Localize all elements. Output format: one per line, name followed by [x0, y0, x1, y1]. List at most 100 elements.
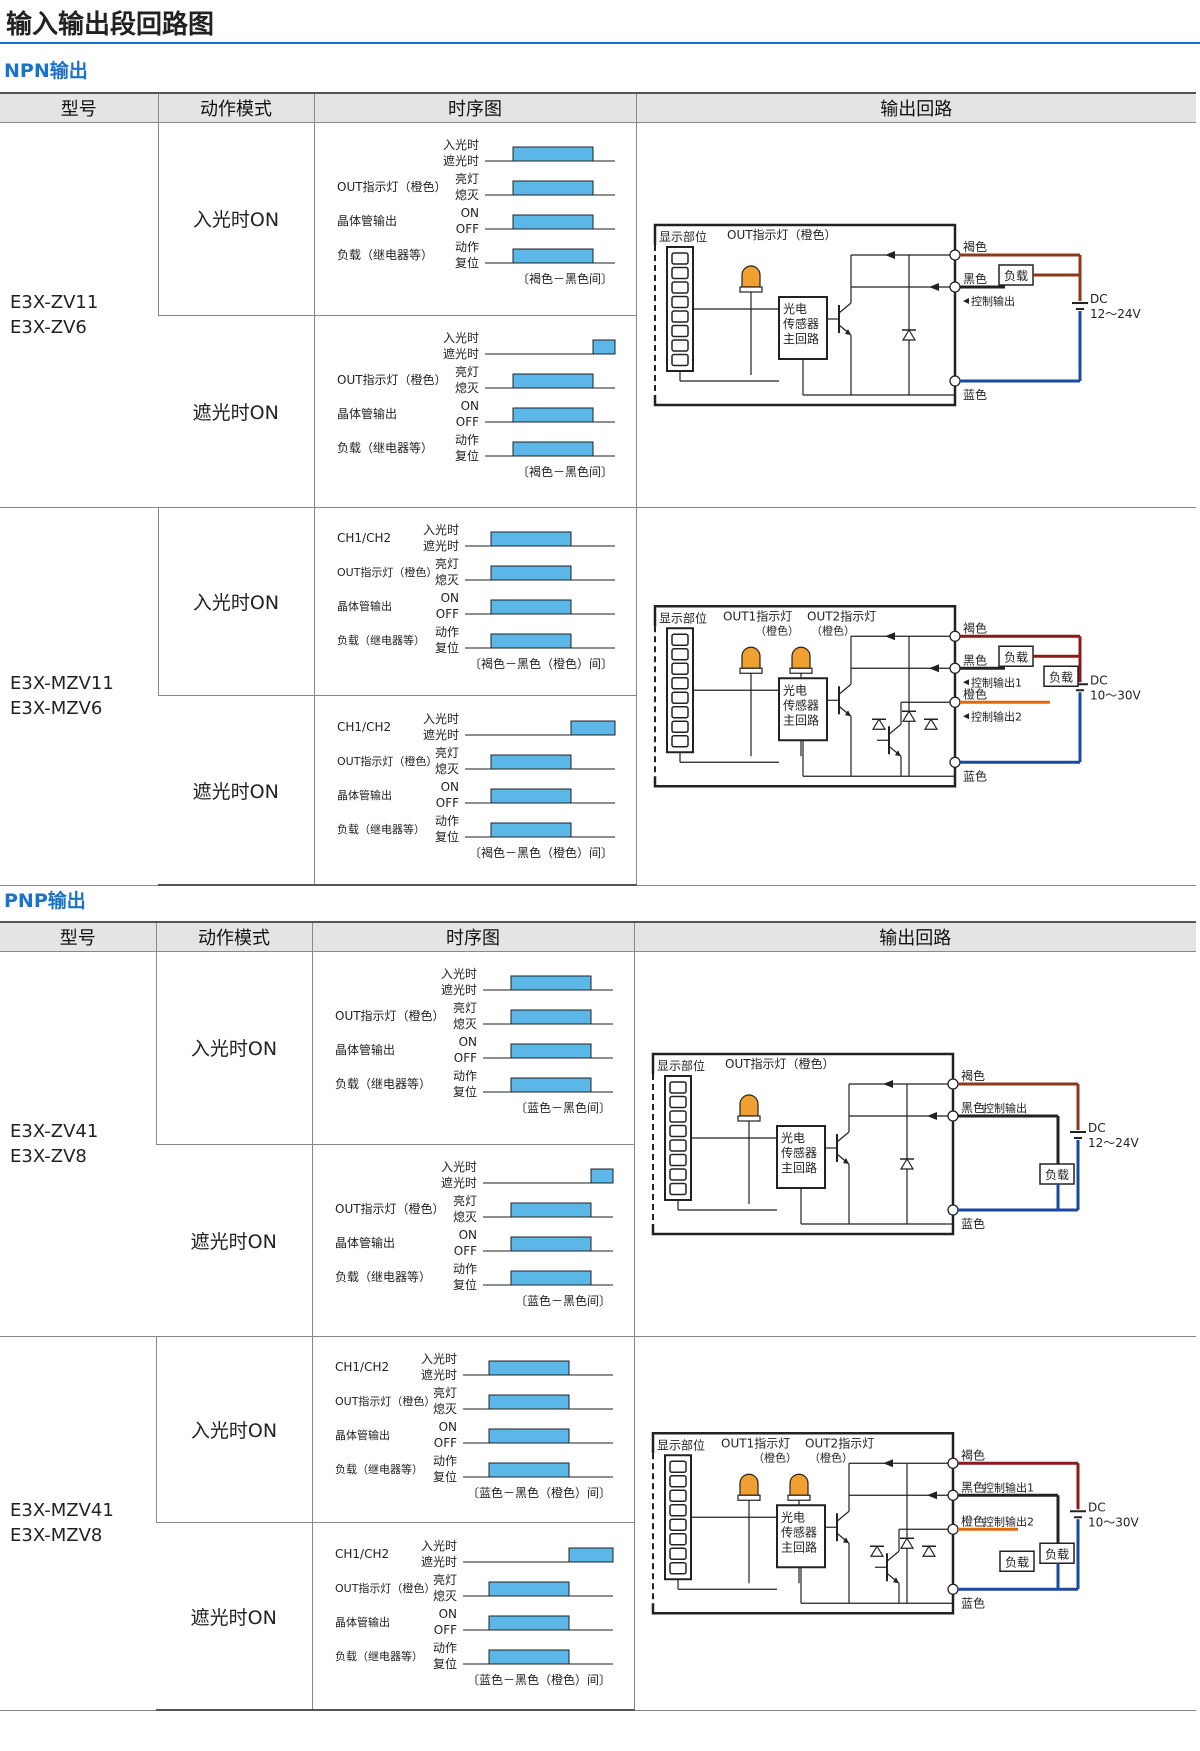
- timing-svg: 入光时遮光时CH1/CH2亮灯熄灭OUT指示灯（橙色）ONOFF晶体管输出动作复…: [337, 712, 615, 860]
- model-name: E3X-MZV8: [10, 1525, 103, 1547]
- digit-segment: [670, 310, 689, 323]
- terminal-icon: [948, 249, 961, 261]
- npn-section-heading: NPN输出: [4, 60, 88, 82]
- transistor-pulse: [488, 1428, 569, 1444]
- sensor-label-3: 主回路: [781, 1160, 817, 1175]
- control-arrow-icon: [962, 713, 969, 720]
- indicator-low-label: 熄灭: [452, 1210, 476, 1224]
- control-arrow-icon: [962, 679, 969, 686]
- transistor-pulse: [490, 788, 571, 804]
- indicator-label: OUT指示灯（橙色）: [335, 1581, 435, 1595]
- digit-segment: [668, 1489, 687, 1502]
- wire-orange-label: 橙色: [961, 1513, 985, 1528]
- load-box-label: 负载: [1003, 269, 1027, 283]
- terminal-icon: [948, 696, 961, 708]
- terminal-icon: [948, 281, 961, 293]
- digit-segment: [668, 1095, 687, 1109]
- transistor-1-collector: [836, 1131, 849, 1143]
- transistor-high-label: ON: [440, 591, 458, 605]
- sensor-main-circuit: [775, 1504, 826, 1569]
- sensor-label-1: 光电: [781, 1131, 805, 1145]
- transistor-low-label: OFF: [433, 1436, 456, 1450]
- light-off-label: 遮光时: [420, 1367, 456, 1382]
- digit-segment: [670, 720, 689, 733]
- light-pulse: [592, 339, 615, 355]
- load-pulse: [510, 1270, 591, 1286]
- timing-svg: 入光时遮光时亮灯熄灭OUT指示灯（橙色）ONOFF晶体管输出动作复位负载（继电器…: [337, 138, 615, 286]
- terminal-icon: [946, 1523, 959, 1535]
- light-pulse: [570, 720, 615, 736]
- transistor-label: 晶体管输出: [337, 788, 392, 802]
- voltage-label: 10～30V: [1090, 688, 1142, 702]
- light-on-label: 入光时: [440, 1160, 476, 1174]
- wire-brown-label: 褐色: [963, 239, 987, 254]
- indicator-high-label: 亮灯: [434, 745, 458, 760]
- timing-note: 〔褐色－黑色（橙色）间〕: [468, 656, 612, 671]
- transistor-high-label: ON: [438, 1420, 456, 1434]
- transistor-high-label: ON: [460, 206, 478, 220]
- sensor-label-1: 光电: [783, 683, 807, 697]
- transistor-low-label: OFF: [455, 222, 478, 236]
- model-name: E3X-ZV6: [10, 317, 87, 338]
- light-off-label: 遮光时: [422, 538, 458, 553]
- digit-segment: [670, 633, 689, 646]
- out1-indicator-label: OUT1指示灯: [721, 1435, 790, 1450]
- diode-arrow-icon: [926, 1112, 937, 1120]
- load-box-label: 负载: [1003, 650, 1027, 664]
- diode-arrow-icon: [884, 251, 895, 259]
- indicator-led-icon: [738, 1473, 759, 1496]
- transistor-low-label: OFF: [433, 1623, 456, 1637]
- digit-segment: [670, 324, 689, 338]
- indicator-label: OUT指示灯（橙色）: [337, 754, 437, 768]
- timing-note: 〔蓝色－黑色（橙色）间〕: [466, 1672, 610, 1687]
- transistor-1-collector: [836, 1510, 849, 1522]
- title-divider: [0, 42, 1200, 44]
- load-high-label: 动作: [452, 1069, 476, 1083]
- digit-segment: [668, 1168, 687, 1181]
- indicator-low-label: 熄灭: [434, 573, 458, 587]
- load-label: 负载（继电器等）: [335, 1462, 423, 1476]
- light-off-label: 遮光时: [442, 346, 478, 361]
- terminal-icon: [948, 662, 961, 674]
- wire-orange-label: 橙色: [963, 686, 987, 701]
- wire-brown-label: 褐色: [961, 1068, 985, 1083]
- transistor-pulse: [510, 1236, 591, 1252]
- indicator-high-label: 亮灯: [452, 1193, 476, 1208]
- load-pulse: [510, 1077, 591, 1093]
- voltage-label: 10～30V: [1088, 1515, 1140, 1529]
- load-low-label: 复位: [454, 255, 478, 270]
- display-label: 显示部位: [659, 610, 707, 625]
- transistor-pulse: [512, 214, 593, 230]
- header-mode: 动作模式: [157, 92, 314, 123]
- load-box-label: 负载: [1044, 1547, 1068, 1561]
- indicator-label: OUT指示灯（橙色）: [337, 179, 447, 194]
- load-high-label: 动作: [434, 625, 458, 639]
- wire-brown-label: 褐色: [961, 1447, 985, 1462]
- wire-black-label: 黑色: [963, 272, 987, 286]
- channel-label: CH1/CH2: [337, 531, 391, 545]
- out-indicator-label: OUT指示灯（橙色）: [727, 227, 837, 242]
- sensor-label-2: 传感器: [783, 697, 819, 712]
- model-cell: E3X-ZV11 E3X-ZV6: [0, 122, 158, 508]
- model-cell: E3X-MZV41 E3X-MZV8: [0, 1336, 156, 1711]
- terminal-icon: [948, 375, 961, 387]
- terminal-icon: [946, 1457, 959, 1469]
- control-output-label: 控制输出1: [983, 1480, 1034, 1494]
- wire-blue-label: 蓝色: [963, 769, 987, 783]
- zener-diode-icon: [901, 328, 916, 341]
- light-on-label: 入光时: [440, 967, 476, 981]
- dc-label: DC: [1090, 673, 1108, 687]
- control-output-label: 控制输出1: [971, 675, 1022, 689]
- digit-segment: [668, 1153, 687, 1167]
- header-model: 型号: [0, 92, 158, 123]
- indicator-low-label: 熄灭: [454, 381, 478, 395]
- light-on-label: 入光时: [442, 331, 478, 345]
- digit-segment: [668, 1110, 687, 1123]
- load-label: 负载（继电器等）: [337, 248, 433, 262]
- load-pulse: [490, 633, 571, 649]
- indicator-low-label: 熄灭: [432, 1589, 456, 1603]
